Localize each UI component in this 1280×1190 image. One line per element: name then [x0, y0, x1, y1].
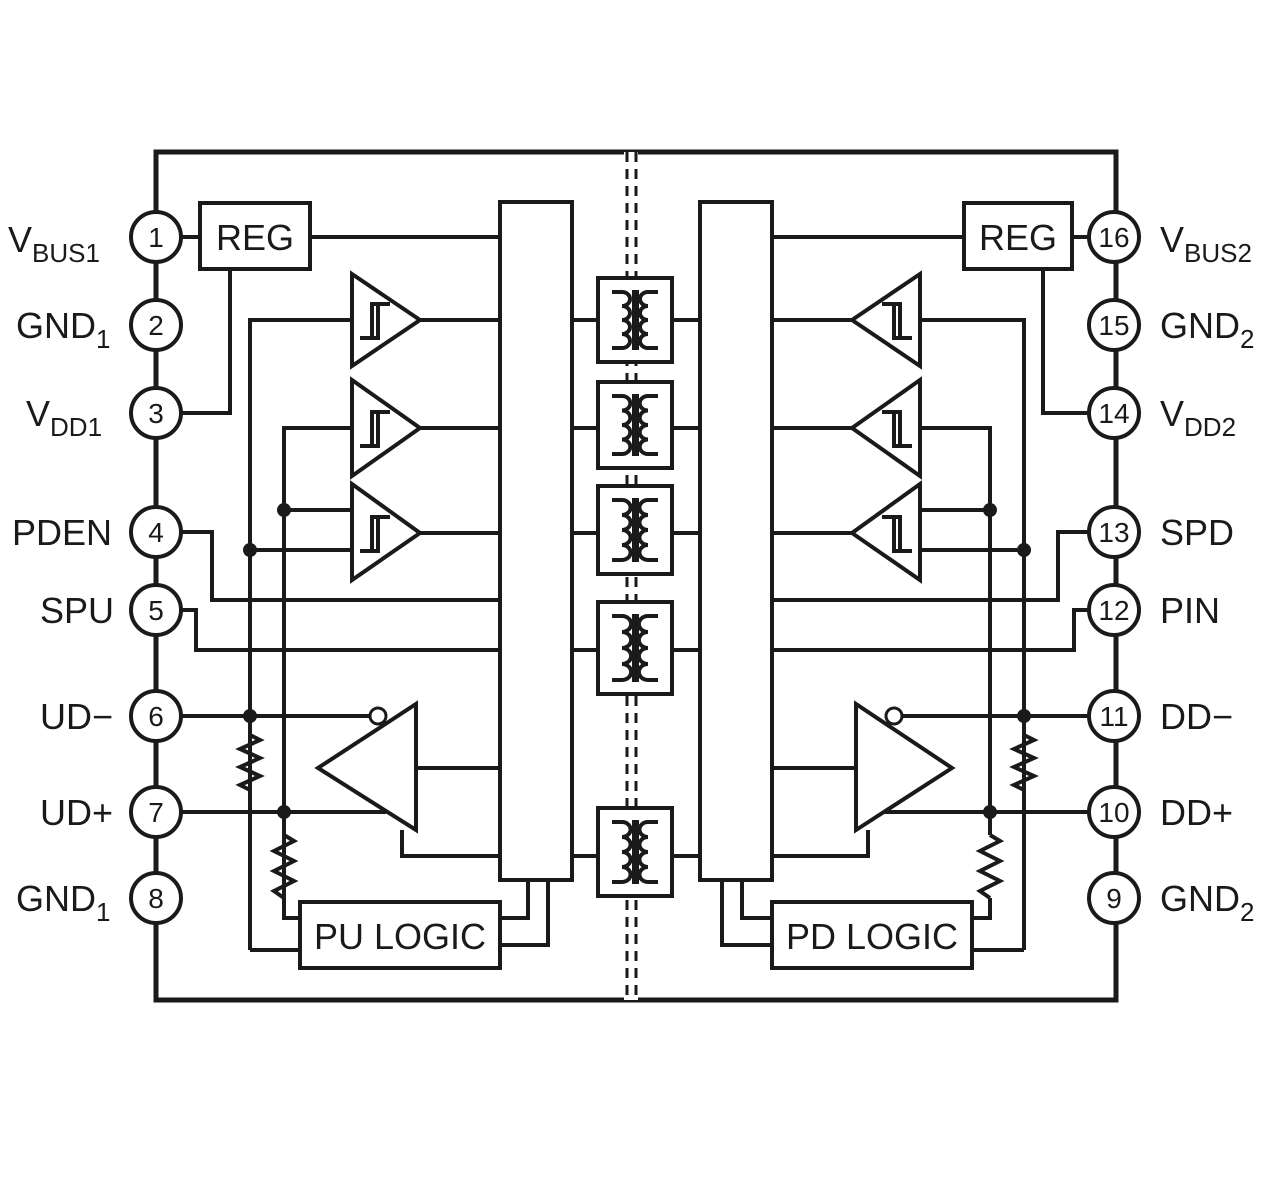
pin-label: UD+ — [40, 792, 113, 833]
reg-block-right: REG — [962, 201, 1074, 271]
pin-8: 8 GND1 — [16, 871, 183, 927]
pin-label: SPU — [40, 590, 114, 631]
pin-number: 9 — [1106, 883, 1122, 914]
pin-number: 13 — [1098, 517, 1129, 548]
pin-label: GND2 — [1160, 305, 1254, 354]
transformers — [596, 276, 674, 898]
pin-16: 16 VBUS2 — [1087, 210, 1252, 268]
pin-1: 1 VBUS1 — [8, 210, 183, 268]
reg-left-label: REG — [216, 217, 294, 258]
pin-label: VBUS2 — [1160, 219, 1252, 268]
pin-number: 8 — [148, 883, 164, 914]
transformer-icon — [596, 276, 674, 364]
schmitt-buffers-right — [848, 270, 922, 584]
pin-number: 2 — [148, 310, 164, 341]
pd-logic-block: PD LOGIC — [770, 900, 974, 970]
transformer-icon — [596, 380, 674, 470]
right-pins: 16 VBUS2 15 GND2 14 VDD2 13 SPD 12 PIN 1… — [1087, 210, 1254, 927]
pin-9: 9 GND2 — [1087, 871, 1254, 927]
resistor-left-ud-plus — [269, 833, 299, 900]
left-pins: 1 VBUS1 2 GND1 3 VDD1 4 PDEN 5 SPU 6 UD− — [8, 210, 183, 927]
pin-number: 15 — [1098, 310, 1129, 341]
pin-2: 2 GND1 — [16, 298, 183, 354]
pin-number: 3 — [148, 398, 164, 429]
pin-number: 5 — [148, 595, 164, 626]
pin-label: VBUS1 — [8, 219, 100, 268]
pin-number: 1 — [148, 222, 164, 253]
pin-number: 12 — [1098, 595, 1129, 626]
pin-label: GND1 — [16, 305, 110, 354]
schmitt-buffer-icon — [350, 480, 424, 584]
differential-driver-right — [854, 700, 956, 834]
pin-label: PDEN — [12, 512, 112, 553]
pin-5: 5 SPU — [40, 583, 183, 637]
pin-12: 12 PIN — [1087, 583, 1220, 637]
schmitt-buffer-icon — [848, 270, 922, 370]
pin-14: 14 VDD2 — [1087, 386, 1236, 442]
pin-label: PIN — [1160, 590, 1220, 631]
resistor-right-dd-plus — [975, 833, 1005, 900]
pin-7: 7 UD+ — [40, 785, 183, 839]
channel-bar-right — [698, 200, 774, 882]
pin-13: 13 SPD — [1087, 505, 1234, 559]
schmitt-buffers-left — [350, 270, 424, 584]
transformer-icon — [596, 484, 674, 576]
pin-label: DD+ — [1160, 792, 1233, 833]
channel-bar-left — [498, 200, 574, 882]
pin-label: UD− — [40, 696, 113, 737]
pin-10: 10 DD+ — [1087, 785, 1233, 839]
differential-receiver-left — [314, 700, 418, 834]
pu-logic-block: PU LOGIC — [298, 900, 502, 970]
reg-block-left: REG — [198, 201, 312, 271]
pin-label: SPD — [1160, 512, 1234, 553]
wires — [182, 235, 1090, 952]
pin-number: 11 — [1099, 701, 1128, 732]
schmitt-buffer-icon — [848, 480, 922, 584]
pin-number: 10 — [1098, 797, 1129, 828]
resistor-right-dd-minus — [1009, 733, 1039, 792]
pin-3: 3 VDD1 — [26, 386, 183, 442]
pin-label: VDD1 — [26, 393, 102, 442]
transformer-icon — [596, 600, 674, 696]
schmitt-buffer-icon — [848, 376, 922, 480]
resistors — [235, 733, 1039, 900]
pin-label: GND1 — [16, 878, 110, 927]
pin-label: DD− — [1160, 696, 1233, 737]
pin-number: 7 — [148, 797, 164, 828]
transformer-icon — [596, 806, 674, 898]
pin-6: 6 UD− — [40, 689, 183, 743]
pin-label: GND2 — [1160, 878, 1254, 927]
schmitt-buffer-icon — [350, 270, 424, 370]
pin-number: 16 — [1098, 222, 1129, 253]
pin-number: 14 — [1098, 398, 1129, 429]
pin-15: 15 GND2 — [1087, 298, 1254, 354]
pin-number: 6 — [148, 701, 164, 732]
pin-label: VDD2 — [1160, 393, 1236, 442]
reg-right-label: REG — [979, 217, 1057, 258]
pin-4: 4 PDEN — [12, 505, 183, 559]
pin-11: 11 DD− — [1087, 689, 1233, 743]
resistor-left-ud-minus — [235, 733, 265, 792]
pd-logic-label: PD LOGIC — [786, 916, 958, 957]
junction-dots — [243, 503, 1031, 819]
pu-logic-label: PU LOGIC — [314, 916, 486, 957]
schmitt-buffer-icon — [350, 376, 424, 480]
pin-number: 4 — [148, 517, 164, 548]
